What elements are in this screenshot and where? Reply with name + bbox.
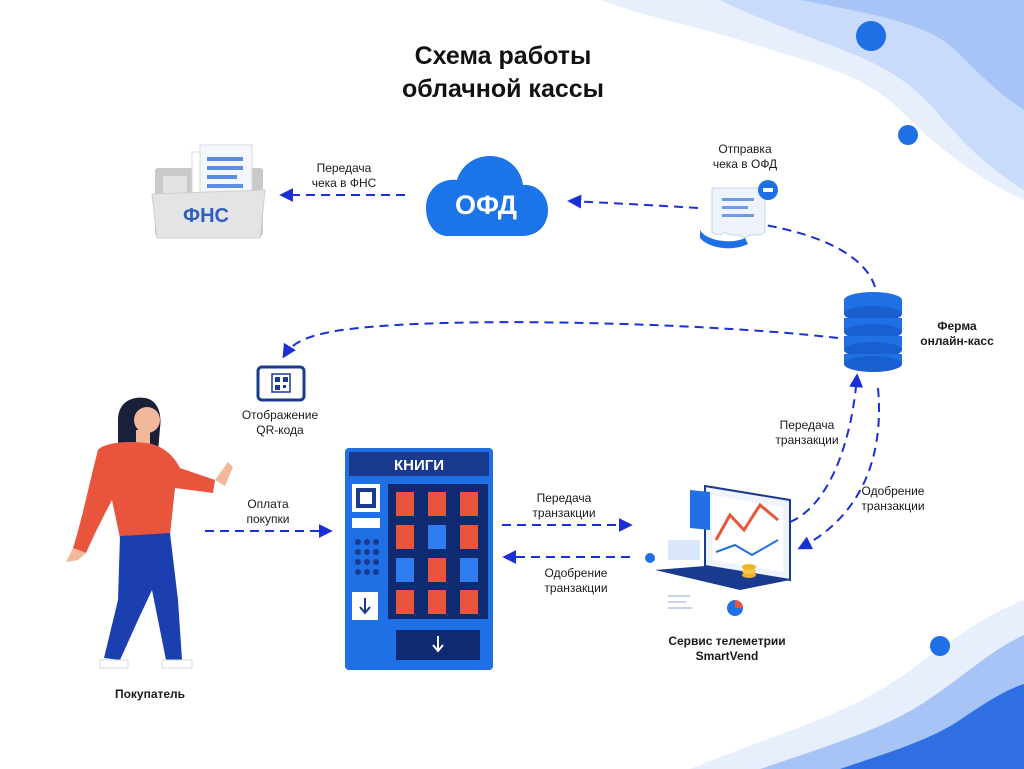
receipt-icon [700,180,778,249]
qr-code-icon [256,365,306,402]
fns-label: ФНС [183,205,229,227]
decor-blob-top-right [600,0,1024,200]
vending-machine-icon [345,448,493,670]
arrow-label-approve-to-machine: Одобрение транзакции [544,566,608,595]
ofd-label: ОФД [455,190,517,220]
page-title: Схема работы облачной кассы [402,40,604,106]
decor-dot [856,21,886,51]
arrow-label-tx-to-farm: Передача транзакции [775,418,839,447]
farm-label: Ферма онлайн-касс [920,319,994,348]
decor-dot [930,636,950,656]
arrow-label-send-fns: Передача чека в ФНС [311,161,377,190]
decor-blob-bottom-right [690,600,1024,769]
arrow-farm-to-qr [282,321,839,359]
ofd-cloud-icon [426,156,548,236]
telemetry-label: Сервис телеметрии SmartVend [668,634,786,663]
arrow-farm-to-receipt [764,224,876,288]
arrow-telemetry-to-farm [789,373,864,523]
buyer-figure-icon [66,397,233,669]
arrow-label-tx-to-telemetry: Передача транзакции [532,491,596,520]
buyer-label: Покупатель [114,687,186,701]
title-line-1: Схема работы [414,42,592,70]
decor-dot [898,125,918,145]
title-line-2: облачной кассы [401,75,605,103]
qr-label: Отображение QR-кода [241,408,319,437]
telemetry-laptop-icon [645,484,791,616]
arrow-receipt-to-ofd [567,194,699,209]
arrow-label-payment: Оплата покупки [246,497,290,526]
fns-folder-icon [151,144,266,239]
arrow-label-send-ofd: Отправка чека в ОФД [712,142,778,171]
arrow-label-approve-to-telemetry: Одобрение транзакции [861,484,925,513]
vending-machine-label: КНИГИ [394,457,444,474]
database-icon [844,292,902,372]
arrow-farm-to-telemetry [797,387,880,550]
